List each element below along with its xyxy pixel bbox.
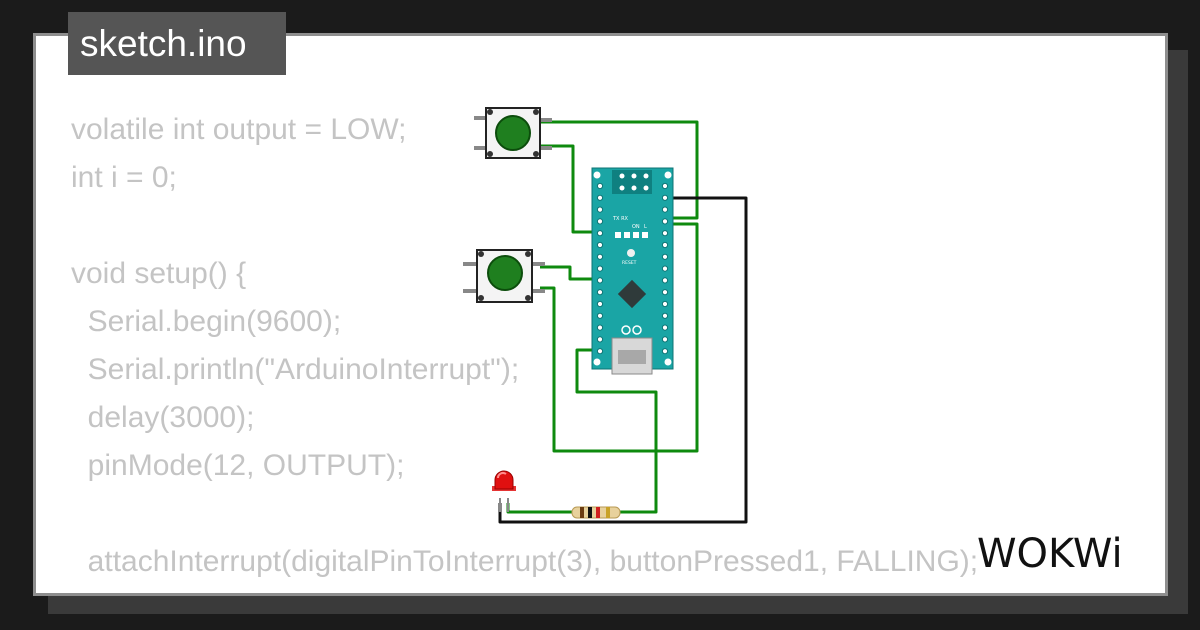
led-l bbox=[642, 232, 648, 238]
wire-green-6 bbox=[506, 503, 572, 514]
silk-on: ON bbox=[632, 224, 640, 230]
header-pin[interactable] bbox=[596, 253, 604, 260]
silk-l: L bbox=[644, 224, 647, 230]
arduino-logo-icon bbox=[621, 325, 642, 335]
silk-reset: RESET bbox=[622, 260, 637, 266]
led-rx bbox=[624, 232, 630, 238]
code-line: volatile int output = LOW; bbox=[71, 113, 407, 146]
code-line: Serial.begin(9600); bbox=[71, 305, 342, 338]
code-line: delay(3000); bbox=[71, 401, 255, 434]
header-pin[interactable] bbox=[661, 348, 669, 355]
header-pin[interactable] bbox=[661, 206, 669, 213]
red-led[interactable] bbox=[492, 470, 516, 512]
wire-green-1 bbox=[540, 120, 699, 220]
header-pin[interactable] bbox=[596, 230, 604, 237]
silk-txrx: TX RX bbox=[612, 216, 629, 222]
filename-label: sketch.ino bbox=[80, 23, 247, 64]
led-tx bbox=[615, 232, 621, 238]
led-on bbox=[633, 232, 639, 238]
header-pin[interactable] bbox=[596, 194, 604, 201]
code-line: pinMode(12, OUTPUT); bbox=[71, 449, 405, 482]
pushbutton-2[interactable] bbox=[463, 249, 545, 303]
header-pin[interactable] bbox=[596, 348, 604, 355]
header-pin[interactable] bbox=[596, 206, 604, 213]
code-line: void setup() { bbox=[71, 257, 247, 290]
arduino-nano-board[interactable]: TX RX ON L RESET bbox=[591, 167, 674, 375]
header-pin[interactable] bbox=[596, 324, 604, 331]
wokwi-logo-text: WOKWi bbox=[977, 531, 1123, 577]
wire-black-gnd bbox=[498, 196, 748, 524]
header-pin[interactable] bbox=[661, 182, 669, 190]
header-pin[interactable] bbox=[661, 194, 669, 201]
code-line: attachInterrupt(digitalPinToInterrupt(3)… bbox=[71, 545, 979, 578]
header-pin[interactable] bbox=[596, 241, 604, 249]
header-pin[interactable] bbox=[661, 289, 669, 296]
reset-button[interactable] bbox=[627, 249, 635, 257]
code-editor: volatile int output = LOW; int i = 0; void… bbox=[71, 106, 979, 593]
wire-green-2 bbox=[540, 144, 600, 234]
header-pin[interactable] bbox=[596, 218, 604, 225]
wire-green-3 bbox=[540, 265, 600, 281]
sketch-filename-tab[interactable]: sketch.ino bbox=[68, 12, 286, 75]
code-line: int i = 0; bbox=[71, 161, 177, 194]
pushbutton-1[interactable] bbox=[474, 107, 552, 159]
microcontroller-chip bbox=[617, 279, 647, 309]
header-pin[interactable] bbox=[661, 241, 669, 249]
header-pin[interactable] bbox=[661, 300, 669, 308]
header-pin[interactable] bbox=[596, 265, 604, 272]
header-pin[interactable] bbox=[661, 230, 669, 237]
header-pin[interactable] bbox=[661, 218, 669, 225]
wokwi-logo: WOKWi bbox=[977, 531, 1123, 577]
header-pin[interactable] bbox=[596, 300, 604, 308]
wire-green-4 bbox=[540, 222, 699, 453]
header-pin[interactable] bbox=[596, 277, 604, 284]
wires bbox=[498, 120, 748, 524]
header-pin[interactable] bbox=[661, 312, 669, 319]
resistor[interactable] bbox=[571, 506, 621, 519]
header-pin[interactable] bbox=[661, 336, 669, 343]
header-pin[interactable] bbox=[596, 336, 604, 343]
header-pin[interactable] bbox=[661, 277, 669, 284]
header-pin[interactable] bbox=[661, 253, 669, 260]
header-pin[interactable] bbox=[596, 312, 604, 319]
code-line: Serial.println("ArduinoInterrupt"); bbox=[71, 353, 520, 386]
header-pin[interactable] bbox=[661, 265, 669, 272]
header-pin[interactable] bbox=[596, 289, 604, 296]
header-pin[interactable] bbox=[661, 324, 669, 331]
wire-green-5 bbox=[575, 348, 658, 514]
header-pin[interactable] bbox=[596, 182, 604, 190]
